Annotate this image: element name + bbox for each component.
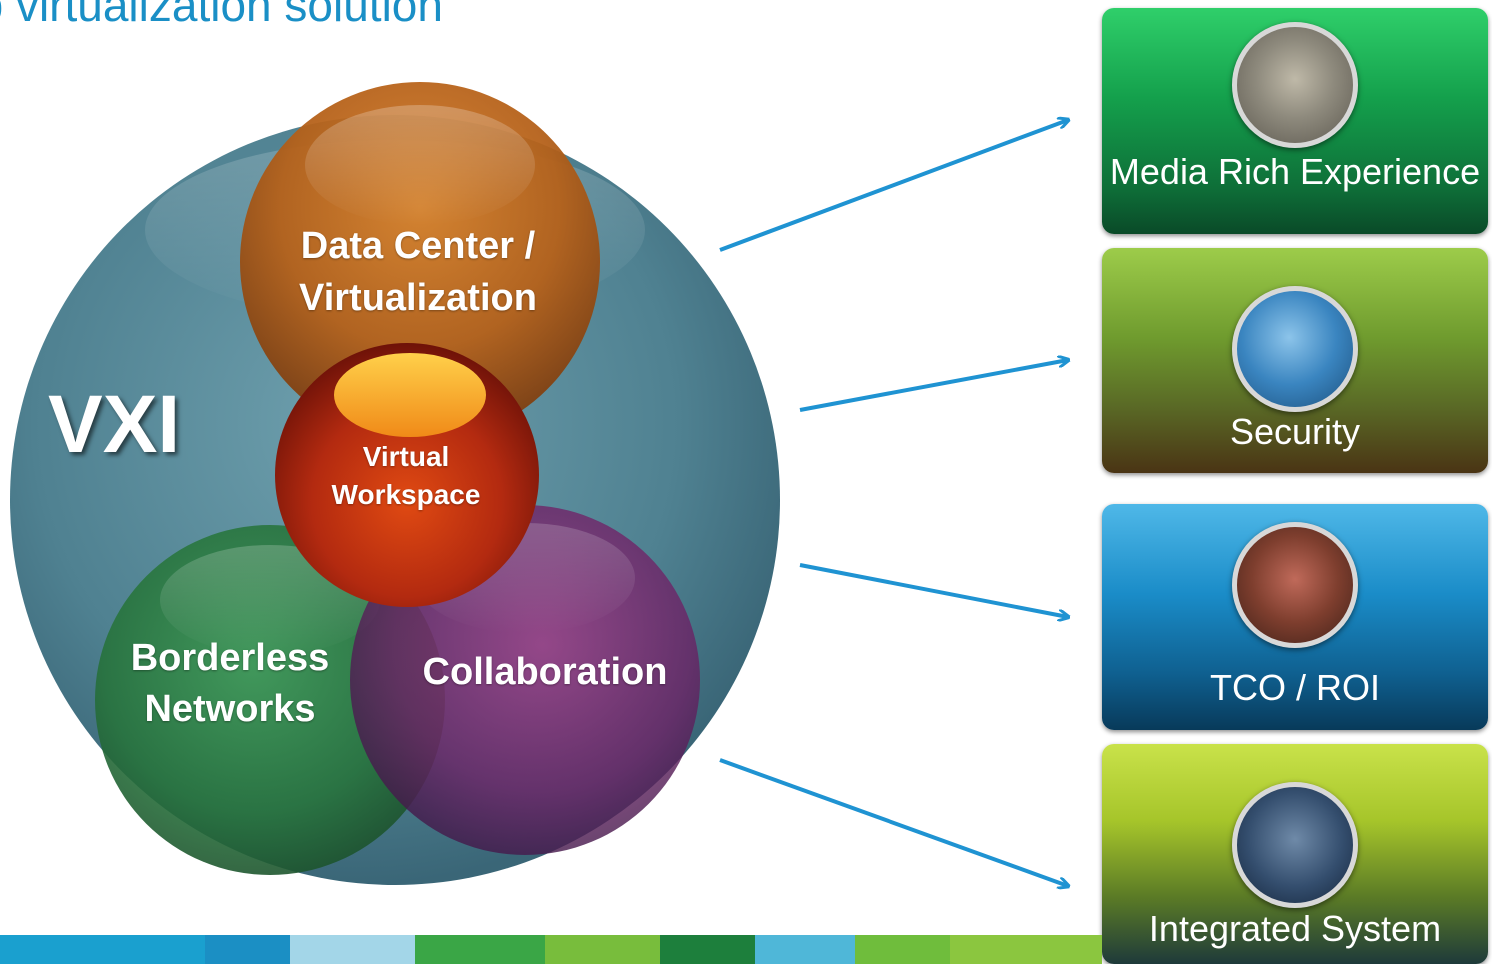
collaboration-label: Collaboration <box>422 651 668 693</box>
arrow-integrated <box>719 758 1068 886</box>
footer-strip-3 <box>290 935 415 964</box>
data-center-label: Data Center / Virtualization <box>299 225 537 319</box>
card-tco-roi: TCO / ROI <box>1102 504 1488 730</box>
footer-strip-7 <box>755 935 855 964</box>
card-security: Security <box>1102 248 1488 473</box>
page-title: op virtualization solution <box>0 0 443 31</box>
padlock-icon <box>1232 286 1358 412</box>
footer-strip-6 <box>660 935 755 964</box>
datacenter-icon <box>1232 782 1358 908</box>
footer-strip-5 <box>545 935 660 964</box>
person-laptop-icon <box>1232 22 1358 148</box>
arrow-tco <box>799 563 1068 617</box>
card-security-label: Security <box>1229 411 1361 452</box>
card-media-rich: Media Rich Experience <box>1102 8 1488 234</box>
arrow-media <box>719 120 1068 252</box>
footer-strip-9 <box>950 935 1102 964</box>
card-integrated-label: Integrated System <box>1148 908 1442 949</box>
card-integrated-system: Integrated System <box>1102 744 1488 964</box>
borderless-label: Borderless Networks <box>130 637 330 730</box>
virtual-workspace-label: Virtual Workspace <box>331 441 481 510</box>
footer-strip-2 <box>205 935 290 964</box>
card-media-label: Media Rich Experience <box>1109 151 1481 192</box>
arrow-security <box>799 360 1068 412</box>
store-shelves-icon <box>1232 522 1358 648</box>
footer-strip-4 <box>415 935 545 964</box>
footer-strip-1 <box>0 935 205 964</box>
vxi-label: VXI <box>48 379 181 470</box>
footer-strip-8 <box>855 935 950 964</box>
card-tco-label: TCO / ROI <box>1210 667 1380 708</box>
